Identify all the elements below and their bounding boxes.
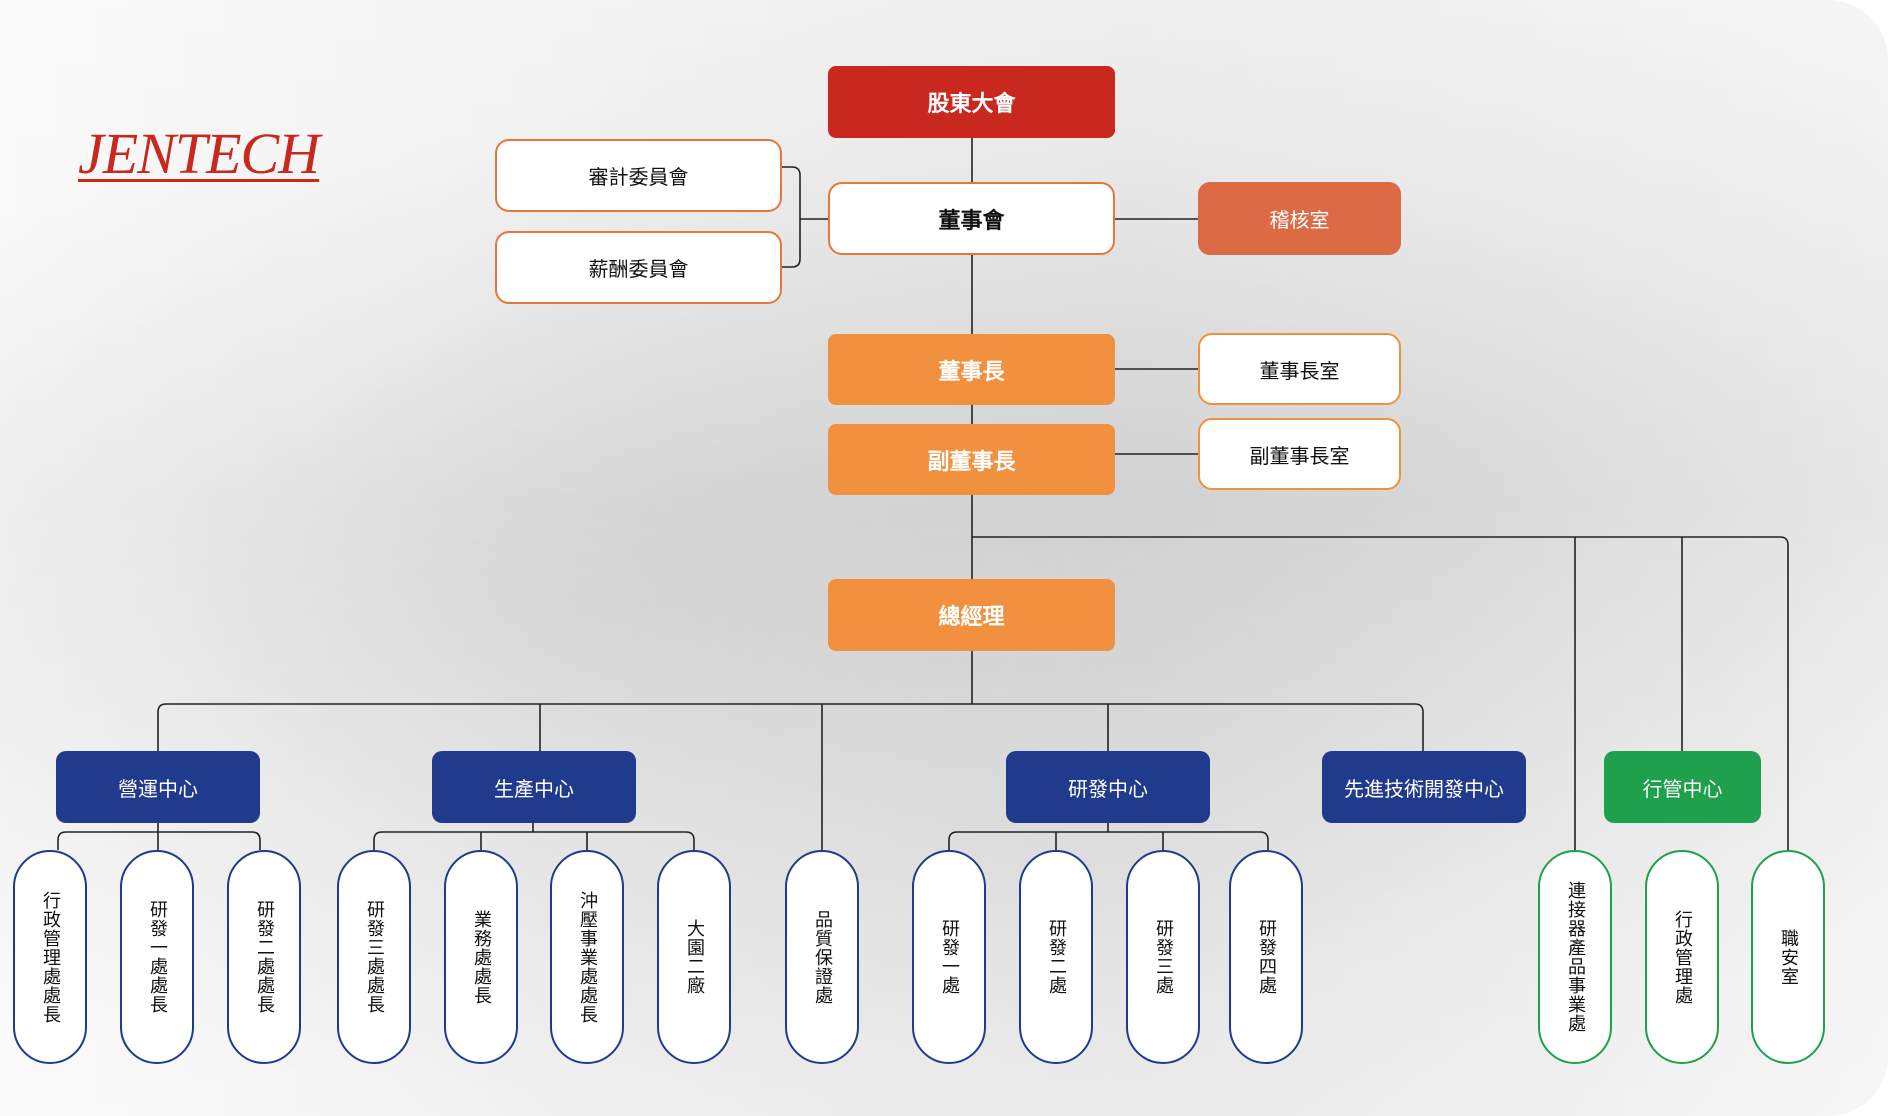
- unit-rnd1[interactable]: 研發一處: [912, 850, 986, 1064]
- unit-rnd2[interactable]: 研發二處: [1019, 850, 1093, 1064]
- remuneration-committee-node[interactable]: 薪酬委員會: [495, 231, 782, 304]
- board-node[interactable]: 董事會: [828, 182, 1115, 255]
- admin-center-node[interactable]: 行管中心: [1604, 751, 1761, 823]
- unit-quality-assurance[interactable]: 品質保證處: [785, 850, 859, 1064]
- unit-rd1-head[interactable]: 研發一處處長: [120, 850, 194, 1064]
- shareholders-meeting-node[interactable]: 股東大會: [828, 66, 1115, 138]
- unit-admin-mgmt-head[interactable]: 行政管理處處長: [13, 850, 87, 1064]
- line-prod-sub: [373, 823, 695, 850]
- chairman-node[interactable]: 董事長: [828, 334, 1115, 405]
- unit-sales-head[interactable]: 業務處處長: [444, 850, 518, 1064]
- unit-dayuan-plant2[interactable]: 大園二廠: [657, 850, 731, 1064]
- production-center-node[interactable]: 生產中心: [432, 751, 636, 823]
- unit-rd2-head[interactable]: 研發二處處長: [227, 850, 301, 1064]
- line-center-bus: [157, 703, 1424, 751]
- advanced-tech-center-node[interactable]: 先進技術開發中心: [1322, 751, 1526, 823]
- vice-chairman-office-node[interactable]: 副董事長室: [1198, 418, 1401, 490]
- line-direct-safety: [972, 536, 1789, 850]
- rnd-center-node[interactable]: 研發中心: [1006, 751, 1210, 823]
- chairman-office-node[interactable]: 董事長室: [1198, 333, 1401, 405]
- unit-rnd3[interactable]: 研發三處: [1126, 850, 1200, 1064]
- audit-office-node[interactable]: 稽核室: [1198, 182, 1401, 255]
- unit-stamping-head[interactable]: 沖壓事業處處長: [550, 850, 624, 1064]
- jentech-logo: JENTECH: [78, 121, 320, 186]
- unit-admin-mgmt[interactable]: 行政管理處: [1645, 850, 1719, 1064]
- unit-safety-office[interactable]: 職安室: [1751, 850, 1825, 1064]
- vice-chairman-node[interactable]: 副董事長: [828, 424, 1115, 495]
- general-manager-node[interactable]: 總經理: [828, 579, 1115, 651]
- unit-connector-bu[interactable]: 連接器產品事業處: [1538, 850, 1612, 1064]
- unit-rd3-head[interactable]: 研發三處處長: [337, 850, 411, 1064]
- operations-center-node[interactable]: 營運中心: [56, 751, 260, 823]
- line-committee-bracket: [782, 166, 801, 268]
- audit-committee-node[interactable]: 審計委員會: [495, 139, 782, 212]
- line-rnd-sub: [948, 823, 1269, 850]
- line-ops-sub: [57, 823, 261, 850]
- unit-rnd4[interactable]: 研發四處: [1229, 850, 1303, 1064]
